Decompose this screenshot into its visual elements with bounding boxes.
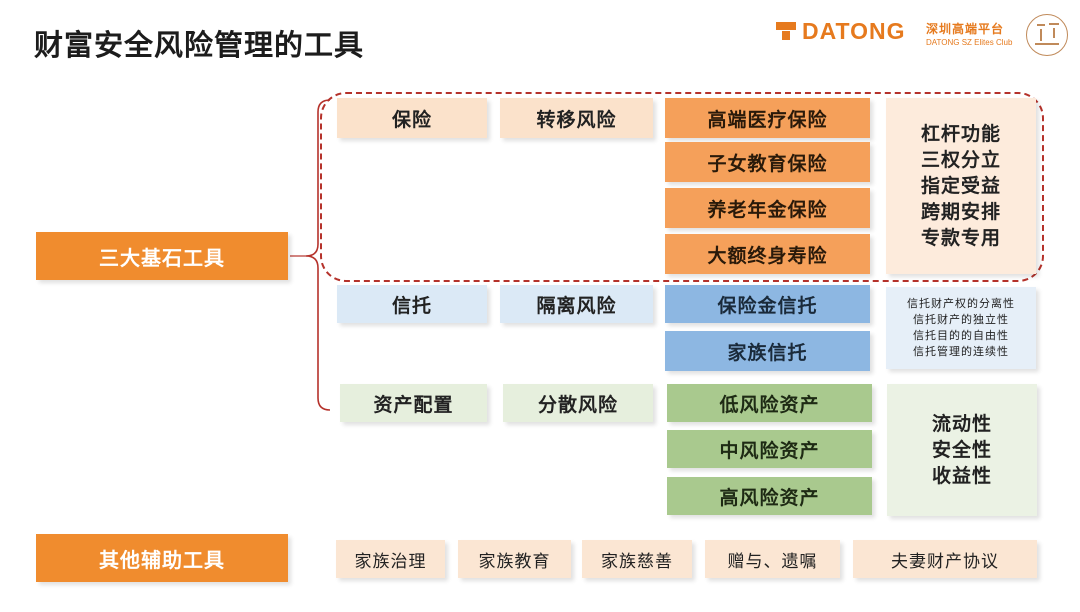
feature-item: 杠杆功能 bbox=[920, 123, 1001, 145]
logo-cn-text: 深圳高端平台 bbox=[926, 22, 1005, 36]
asset-features: 流动性 安全性 收益性 bbox=[887, 384, 1037, 516]
logo-brand-text: DATONG bbox=[802, 18, 906, 44]
tool-insurance: 保险 bbox=[337, 98, 487, 138]
feature-item: 指定受益 bbox=[920, 175, 1001, 197]
datong-logo-icon bbox=[776, 22, 796, 40]
feature-item: 信托财产的独立性 bbox=[913, 313, 1009, 326]
feature-item: 流动性 bbox=[931, 413, 992, 435]
product-low-risk-asset: 低风险资产 bbox=[667, 384, 872, 422]
product-high-end-medical: 高端医疗保险 bbox=[665, 98, 870, 138]
product-high-risk-asset: 高风险资产 bbox=[667, 477, 872, 515]
trust-features: 信托财产权的分离性 信托财产的独立性 信托目的的自由性 信托管理的连续性 bbox=[886, 287, 1036, 369]
function-isolate-risk: 隔离风险 bbox=[500, 285, 653, 323]
logo-en-text: DATONG SZ Elites Club bbox=[926, 38, 1013, 47]
product-child-education: 子女教育保险 bbox=[665, 142, 870, 182]
feature-item: 安全性 bbox=[931, 439, 992, 461]
feature-item: 三权分立 bbox=[920, 149, 1001, 171]
feature-item: 跨期安排 bbox=[920, 201, 1001, 223]
product-family-trust: 家族信托 bbox=[665, 331, 870, 371]
aux-tools-label: 其他辅助工具 bbox=[36, 534, 288, 582]
feature-item: 信托管理的连续性 bbox=[913, 345, 1009, 358]
aux-marital-property-agreement: 夫妻财产协议 bbox=[853, 540, 1037, 578]
function-transfer-risk: 转移风险 bbox=[500, 98, 653, 138]
product-whole-life: 大额终身寿险 bbox=[665, 234, 870, 274]
main-tools-label: 三大基石工具 bbox=[36, 232, 288, 280]
aux-gift-will: 赠与、遗嘱 bbox=[705, 540, 840, 578]
page-title: 财富安全风险管理的工具 bbox=[34, 28, 365, 62]
tool-trust: 信托 bbox=[337, 285, 487, 323]
feature-item: 信托财产权的分离性 bbox=[907, 297, 1015, 310]
product-mid-risk-asset: 中风险资产 bbox=[667, 430, 872, 468]
product-insurance-trust: 保险金信托 bbox=[665, 285, 870, 323]
brand-logo: DATONG 深圳高端平台 DATONG SZ Elites Club bbox=[776, 14, 1076, 60]
feature-item: 收益性 bbox=[931, 465, 992, 487]
aux-family-philanthropy: 家族慈善 bbox=[582, 540, 692, 578]
seal-icon bbox=[1026, 14, 1068, 56]
tool-asset-allocation: 资产配置 bbox=[340, 384, 487, 422]
function-diversify-risk: 分散风险 bbox=[503, 384, 653, 422]
aux-family-governance: 家族治理 bbox=[336, 540, 445, 578]
product-pension-annuity: 养老年金保险 bbox=[665, 188, 870, 228]
feature-item: 信托目的的自由性 bbox=[913, 329, 1009, 342]
insurance-highlight-frame bbox=[320, 92, 1044, 282]
aux-family-education: 家族教育 bbox=[458, 540, 571, 578]
feature-item: 专款专用 bbox=[920, 227, 1001, 249]
insurance-features: 杠杆功能 三权分立 指定受益 跨期安排 专款专用 bbox=[886, 98, 1036, 274]
